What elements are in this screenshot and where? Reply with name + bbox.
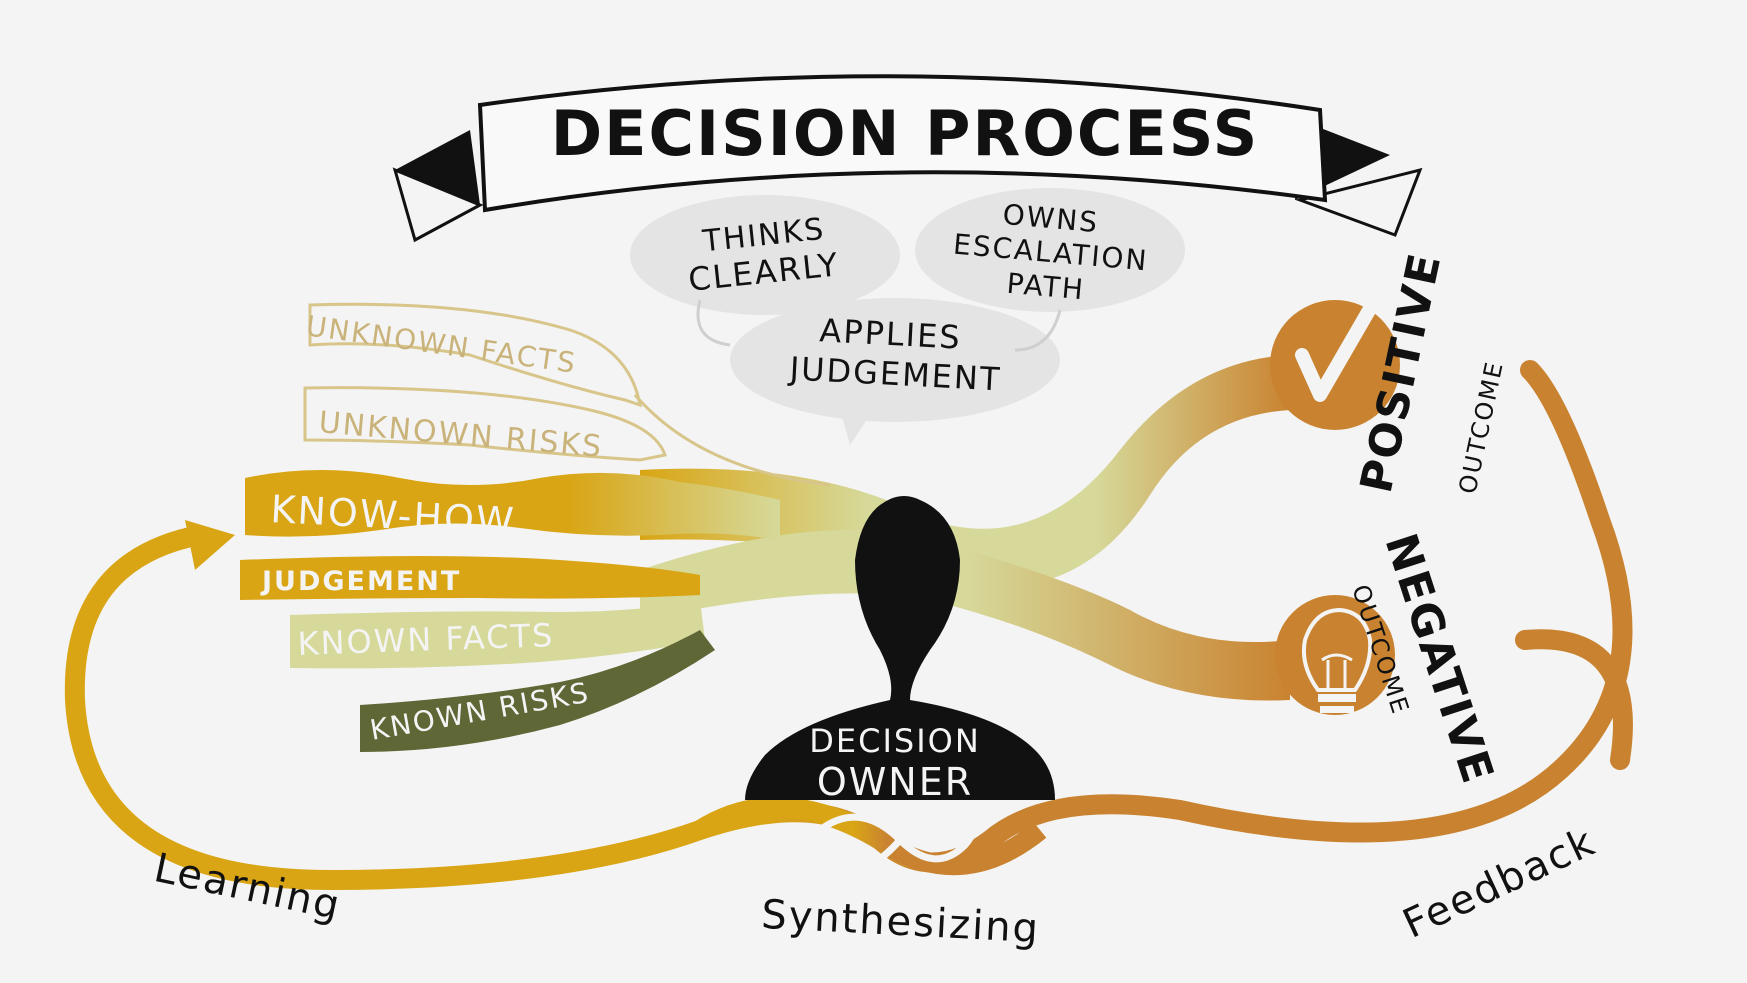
- page-title: DECISION PROCESS: [551, 97, 1260, 170]
- flow-to-negative: [640, 530, 1290, 701]
- stream-label-known-facts: KNOWN FACTS: [297, 616, 555, 663]
- stream-unknown-facts: [308, 302, 642, 408]
- loop-label-learning: Learning: [150, 845, 345, 929]
- flow-to-positive: [640, 355, 1290, 587]
- bubble-owns-escalation: [915, 188, 1185, 312]
- stream-label-judgement: JUDGEMENT: [260, 566, 461, 597]
- banner-tail-right: [1294, 167, 1423, 237]
- lightbulb-icon: [1301, 607, 1373, 725]
- bubble-applies-judgement: [730, 298, 1060, 422]
- input-streams: UNKNOWN FACTS UNKNOWN RISKS KNOW-HOW JUD…: [240, 302, 831, 752]
- thought-bubbles: THINKS CLEARLY OWNS ESCALATION PATH APPL…: [630, 188, 1185, 445]
- outcome-sub-positive: OUTCOME: [1453, 358, 1509, 496]
- positive-outcome: POSITIVE OUTCOME: [1270, 248, 1509, 497]
- bubble-connector-right: [1014, 309, 1062, 352]
- stream-known-facts: [290, 600, 705, 669]
- loop-arrow-head: [185, 520, 235, 570]
- negative-outcome: NEGATIVE OUTCOME: [1275, 528, 1503, 791]
- stream-know-how: [245, 470, 780, 540]
- loop-path-negative: [1515, 629, 1633, 770]
- loop-label-feedback: Feedback: [1396, 819, 1603, 948]
- bubble-text-applies: APPLIES: [819, 311, 963, 356]
- decision-owner-silhouette: DECISION OWNER: [745, 496, 1055, 804]
- loop-path-inner: [694, 797, 1047, 876]
- bubble-connector-left: [696, 299, 731, 347]
- banner-body: [477, 74, 1328, 213]
- stream-unknown-connector: [633, 394, 831, 487]
- title-banner: DECISION PROCESS: [392, 74, 1423, 243]
- center-label-decision: DECISION: [809, 722, 981, 760]
- stream-unknown-risks: [303, 386, 667, 462]
- stream-known-risks: [360, 630, 715, 752]
- decision-flow: [640, 355, 1290, 701]
- banner-tail-left: [392, 167, 484, 243]
- check-icon: [1295, 293, 1382, 402]
- bubble-thinks-clearly: [630, 195, 900, 315]
- loop-label-synthesizing: Synthesizing: [760, 892, 1041, 953]
- bubble-text-path: PATH: [1005, 267, 1086, 307]
- stream-judgement: [240, 556, 700, 600]
- bubble-tail: [840, 410, 870, 445]
- center-label-owner: OWNER: [817, 760, 973, 804]
- person-body: [745, 496, 1055, 800]
- banner-fold-left: [395, 130, 480, 205]
